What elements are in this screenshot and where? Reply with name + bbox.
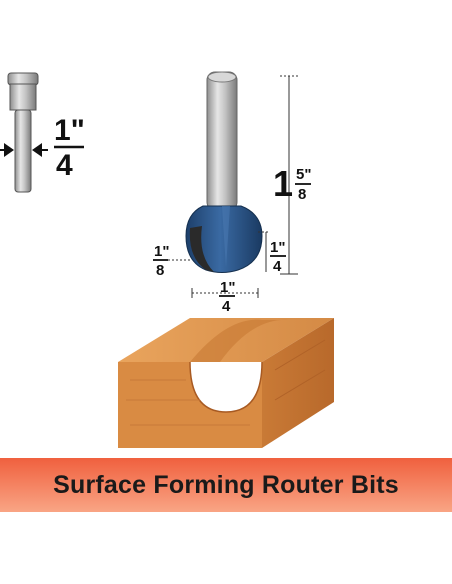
cutting-height-dimension-line (258, 231, 270, 272)
radius-denominator: 8 (156, 262, 164, 279)
banner-title: Surface Forming Router Bits (53, 470, 399, 499)
shank-diameter-arrows-icon (0, 143, 48, 157)
shank-callout: 1" 4 (54, 114, 85, 182)
cutting-height-denominator: 4 (273, 258, 282, 275)
cutting-height-label: 1" 4 (270, 239, 286, 275)
title-banner: Surface Forming Router Bits (0, 458, 452, 512)
router-bit-icon (185, 71, 263, 273)
radius-label: 1" 8 (153, 243, 169, 279)
overall-length-denominator: 8 (298, 186, 306, 203)
shank-callout-denominator: 4 (56, 149, 73, 182)
length-dimension-line (280, 75, 298, 275)
overall-length-label: 1 5" 8 (273, 163, 311, 204)
cutting-diameter-numerator: 1" (220, 279, 235, 296)
cutting-height-numerator: 1" (270, 239, 285, 256)
overall-length-whole: 1 (273, 163, 293, 204)
radius-numerator: 1" (154, 243, 169, 260)
shank-icon (7, 72, 39, 193)
overall-length-numerator: 5" (296, 166, 311, 183)
cutting-diameter-dimension-line (191, 288, 259, 298)
shank-callout-numerator: 1" (54, 114, 85, 147)
wood-profile-icon (118, 318, 334, 448)
cutting-diameter-label: 1" 4 (219, 279, 235, 315)
cutting-diameter-denominator: 4 (222, 298, 231, 315)
